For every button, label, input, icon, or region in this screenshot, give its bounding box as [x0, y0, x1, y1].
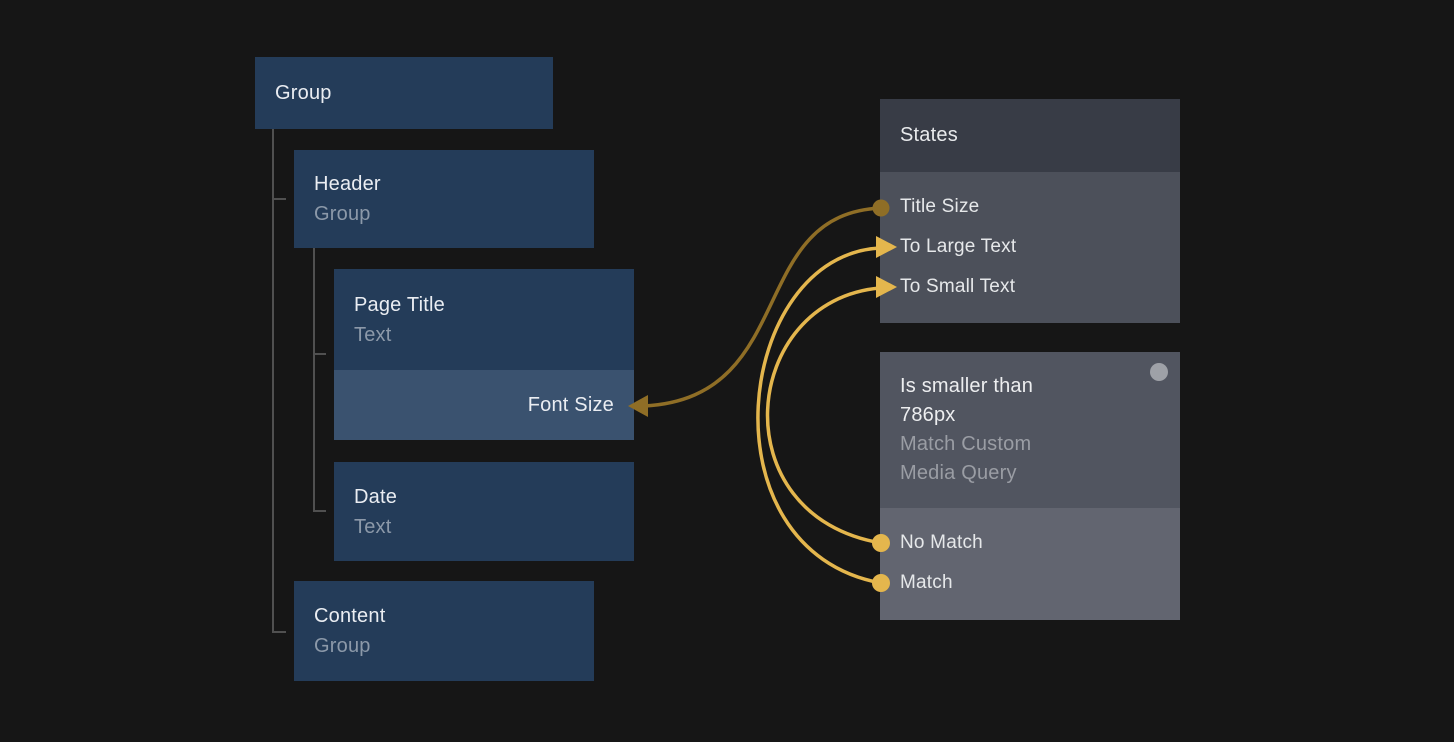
- layer-node-group[interactable]: Group: [255, 57, 553, 129]
- condition-subtitle-line-1: Match Custom: [900, 433, 1032, 455]
- layer-title: Content: [314, 605, 386, 627]
- edge-match-to-to-large-text[interactable]: [756, 246, 882, 585]
- layer-node-header[interactable]: Header Group: [294, 150, 594, 248]
- layer-title: Header: [314, 173, 381, 195]
- state-item-title-size[interactable]: Title Size: [900, 196, 980, 217]
- condition-title-line-1: Is smaller than: [900, 375, 1034, 397]
- layer-subtitle: Group: [314, 203, 371, 225]
- tree-line-root-vertical: [272, 129, 274, 633]
- tree-line-date-corner: [313, 510, 326, 512]
- edge-no-match-to-to-small-text[interactable]: [765, 286, 882, 545]
- tree-line-pagetitle-tick: [313, 353, 326, 355]
- layer-node-date[interactable]: Date Text: [334, 462, 634, 561]
- layer-node-content[interactable]: Content Group: [294, 581, 594, 681]
- condition-outputs: No Match Match: [880, 508, 1180, 620]
- layer-node-page-title[interactable]: Page Title Text Font Size: [334, 269, 634, 440]
- states-panel: States Title Size To Large Text To Small…: [880, 99, 1180, 323]
- tree-line-header-tick: [272, 198, 286, 200]
- states-panel-body: Title Size To Large Text To Small Text: [880, 172, 1180, 323]
- tree-line-header-vertical: [313, 248, 315, 512]
- output-item-no-match[interactable]: No Match: [900, 532, 983, 553]
- layer-title: Date: [354, 485, 398, 508]
- layer-subtitle: Group: [314, 635, 371, 657]
- edge-title-size-to-font-size[interactable]: [643, 206, 882, 408]
- layer-node-page-title-main[interactable]: Page Title Text: [334, 269, 634, 370]
- media-query-condition-node[interactable]: Is smaller than 786px Match Custom Media…: [880, 352, 1180, 620]
- layer-title: Group: [275, 82, 332, 104]
- layer-title: Page Title: [354, 293, 445, 316]
- layer-subtitle: Text: [354, 515, 392, 538]
- states-panel-header: States: [880, 99, 1180, 172]
- tree-line-content-corner: [272, 631, 286, 633]
- states-panel-title: States: [900, 124, 958, 146]
- override-label: Font Size: [527, 394, 614, 416]
- state-item-to-large-text[interactable]: To Large Text: [900, 236, 1017, 257]
- condition-title-line-2: 786px: [900, 404, 956, 426]
- layer-subtitle: Text: [354, 323, 392, 346]
- condition-status-dot-icon: [1150, 363, 1168, 381]
- output-item-match[interactable]: Match: [900, 572, 953, 593]
- condition-subtitle-line-2: Media Query: [900, 462, 1017, 484]
- override-row-font-size[interactable]: Font Size: [334, 370, 634, 440]
- state-item-to-small-text[interactable]: To Small Text: [900, 276, 1016, 297]
- condition-node-header[interactable]: Is smaller than 786px Match Custom Media…: [880, 352, 1180, 508]
